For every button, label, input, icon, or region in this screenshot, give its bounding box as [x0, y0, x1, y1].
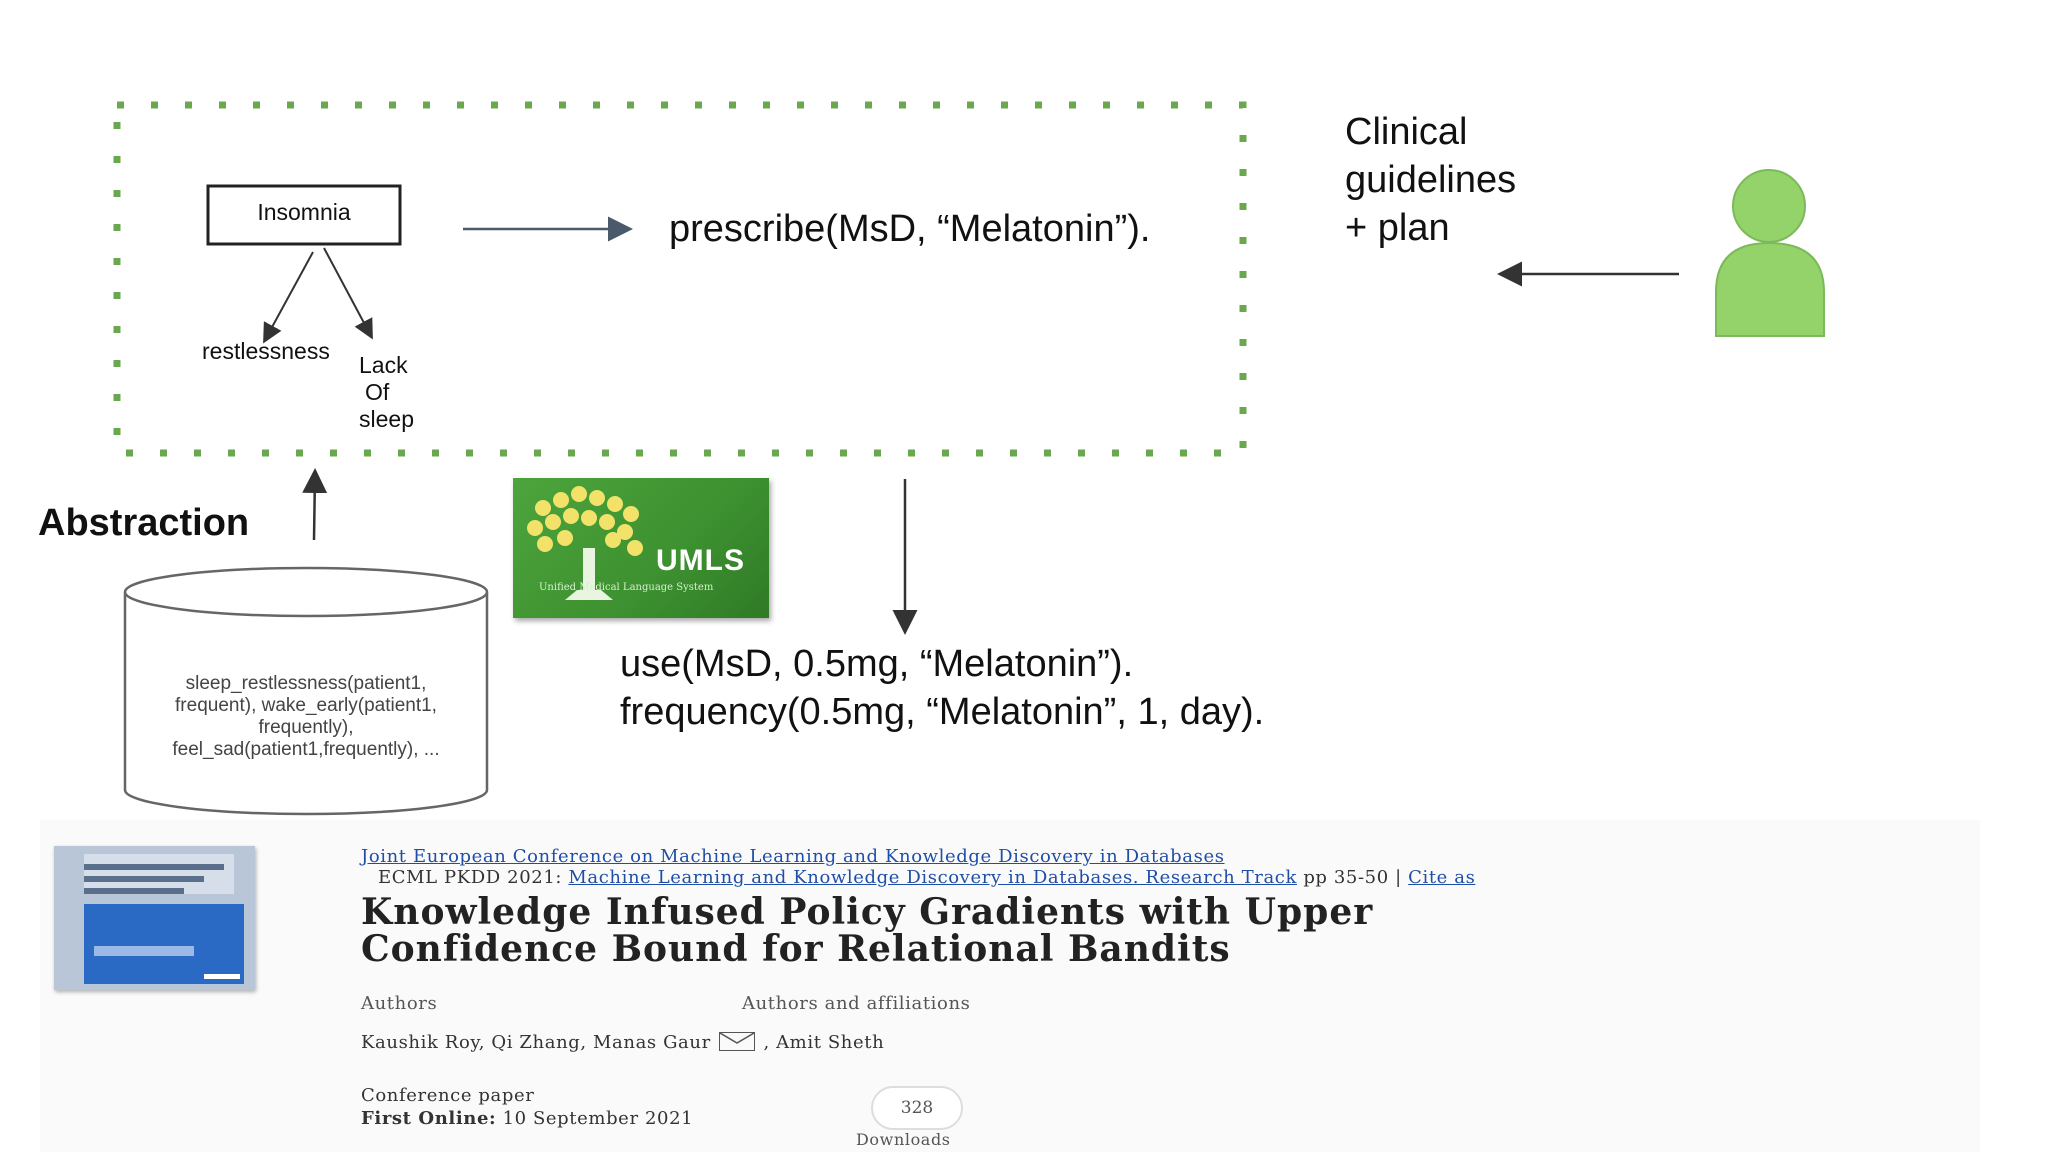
umls-logo: UMLS Unified Medical Language System	[513, 478, 769, 618]
conference-link[interactable]: Joint European Conference on Machine Lea…	[361, 846, 1225, 867]
lack-of-sleep-label: Lack Of sleep	[359, 352, 414, 433]
kb-fact-line-1: sleep_restlessness(patient1,	[185, 673, 427, 694]
conference-link-text[interactable]: Joint European Conference on Machine Lea…	[361, 846, 1225, 867]
lack-of-sleep-line-2: Of	[365, 379, 390, 405]
kb-fact-line-2: frequent), wake_early(patient1,	[175, 695, 437, 716]
downloads-count: 328	[871, 1086, 963, 1130]
first-online-date: 10 September 2021	[502, 1108, 694, 1129]
use-facts: use(MsD, 0.5mg, “Melatonin”). frequency(…	[620, 640, 1264, 736]
downloads-label: Downloads	[856, 1130, 951, 1149]
clinical-line-2: guidelines	[1345, 159, 1517, 201]
authors-list: Kaushik Roy, Qi Zhang, Manas Gaur	[361, 1032, 711, 1053]
first-online-label: First Online:	[361, 1108, 497, 1129]
series-prefix: ECML PKDD 2021:	[378, 867, 563, 888]
paper-info-panel	[40, 820, 1980, 1152]
use-fact: use(MsD, 0.5mg, “Melatonin”).	[620, 643, 1134, 685]
paper-title: Knowledge Infused Policy Gradients with …	[361, 894, 1761, 968]
clinical-guidelines-label: Clinical guidelines + plan	[1345, 108, 1516, 252]
restlessness-label: restlessness	[202, 338, 330, 364]
abstraction-label: Abstraction	[38, 502, 250, 544]
kb-fact-line-3: frequently),	[258, 717, 354, 738]
frequency-fact: frequency(0.5mg, “Melatonin”, 1, day).	[620, 691, 1265, 733]
tab-authors-affiliations[interactable]: Authors and affiliations	[742, 993, 971, 1014]
reasoning-boundary	[113, 101, 1247, 457]
series-line: ECML PKDD 2021: Machine Learning and Kno…	[378, 867, 1475, 888]
person-icon	[1715, 169, 1825, 337]
insomnia-label: Insomnia	[257, 199, 351, 225]
prescribe-fact: prescribe(MsD, “Melatonin”).	[669, 208, 1151, 250]
tab-authors[interactable]: Authors	[361, 993, 438, 1014]
cite-as-link[interactable]: Cite as	[1408, 867, 1476, 888]
series-separator: |	[1395, 867, 1402, 888]
paper-type: Conference paper	[361, 1085, 535, 1106]
author-names: Kaushik Roy, Qi Zhang, Manas Gaur , Amit…	[361, 1032, 884, 1053]
umls-title: UMLS	[656, 544, 745, 577]
series-link[interactable]: Machine Learning and Knowledge Discovery…	[568, 867, 1297, 888]
authors-list-tail: , Amit Sheth	[763, 1032, 885, 1053]
paper-title-line-1: Knowledge Infused Policy Gradients with …	[361, 891, 1374, 933]
arrow-to-restlessness	[263, 251, 314, 344]
knowledge-base-facts: sleep_restlessness(patient1, frequent), …	[130, 673, 482, 761]
lack-of-sleep-line-1: Lack	[359, 352, 408, 378]
clinical-line-1: Clinical	[1345, 111, 1468, 153]
clinical-line-3: + plan	[1345, 207, 1450, 249]
page-range: pp 35-50	[1303, 867, 1389, 888]
first-online: First Online: 10 September 2021	[361, 1108, 693, 1129]
umls-tree-icon	[527, 486, 643, 600]
book-cover-image	[54, 846, 255, 990]
email-icon[interactable]	[719, 1032, 756, 1051]
knowledge-base-cylinder	[123, 566, 489, 816]
abstraction-arrow	[302, 468, 328, 541]
umls-subtitle: Unified Medical Language System	[539, 582, 714, 593]
insomnia-node-box	[206, 184, 402, 246]
paper-title-line-2: Confidence Bound for Relational Bandits	[361, 928, 1231, 970]
arrow-to-lack-of-sleep	[323, 247, 373, 340]
kb-fact-line-4: feel_sad(patient1,frequently), ...	[172, 739, 440, 760]
lack-of-sleep-line-3: sleep	[359, 406, 414, 432]
